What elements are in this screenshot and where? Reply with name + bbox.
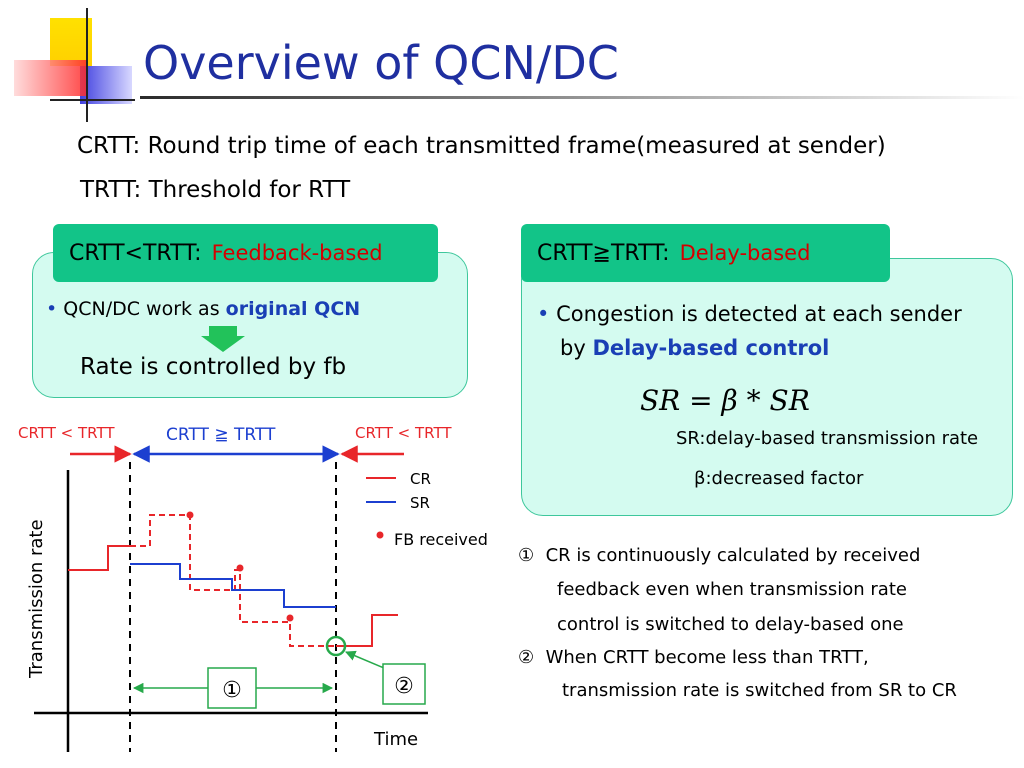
trtt-definition: TRTT: Threshold for RTT — [80, 177, 351, 203]
note1-text1: CR is continuously calculated by receive… — [545, 545, 921, 566]
x-axis-label: Time — [373, 729, 418, 750]
right-bullet: • Congestion is detected at each sender — [537, 302, 962, 326]
delay-tab-mode: Delay-based — [679, 241, 811, 265]
legend-fb-dot — [376, 531, 384, 539]
region-mid-label: CRTT ≧ TRTT — [166, 425, 276, 445]
marker-box-1-label: ① — [222, 678, 242, 703]
delay-tab: CRTT≧TRTT: Delay-based — [521, 224, 890, 282]
title-underline — [140, 96, 1024, 99]
fb-point — [286, 614, 294, 622]
right-bullet-line1: Congestion is detected at each sender — [556, 302, 962, 326]
delay-tab-label: CRTT≧TRTT: — [537, 240, 670, 266]
note1-line2: feedback even when transmission rate — [557, 579, 907, 600]
legend-sr-label: SR — [410, 494, 430, 512]
left-bullet-prefix: QCN/DC work as — [63, 298, 226, 320]
marker-box-2-label: ② — [394, 674, 414, 699]
feedback-tab-mode: Feedback-based — [211, 241, 383, 265]
left-bullet: • QCN/DC work as original QCN — [46, 298, 360, 320]
cr-line-initial — [68, 545, 130, 571]
page-title: Overview of QCN/DC — [143, 36, 619, 90]
note1-marker: ① — [518, 545, 535, 566]
right-bullet-line2-prefix: by — [560, 336, 593, 360]
note1-line3: control is switched to delay-based one — [557, 614, 904, 635]
fb-point — [186, 511, 194, 519]
sr-definition: SR:delay-based transmission rate — [676, 428, 979, 449]
beta-definition: β:decreased factor — [694, 468, 864, 489]
note2-marker: ② — [518, 647, 535, 668]
note2-text1: When CRTT become less than TRTT, — [545, 647, 869, 668]
bullet-dot: • — [537, 302, 550, 326]
right-bullet-line2: by Delay-based control — [560, 336, 829, 360]
region-right-label: CRTT < TRTT — [355, 424, 452, 442]
marker-box-2 — [382, 663, 426, 705]
region-left-label: CRTT < TRTT — [18, 424, 115, 442]
down-arrow-icon — [201, 326, 245, 352]
legend-cr-label: CR — [410, 470, 431, 488]
rate-formula: SR = β * SR — [640, 384, 810, 417]
feedback-tab: CRTT<TRTT: Feedback-based — [53, 224, 438, 282]
sr-line — [130, 563, 336, 608]
note2-line2: transmission rate is switched from SR to… — [562, 680, 957, 701]
note1-line1: ① CR is continuously calculated by recei… — [518, 545, 920, 566]
rate-controlled-text: Rate is controlled by fb — [80, 354, 347, 380]
marker-box-1 — [207, 667, 257, 709]
crtt-definition: CRTT: Round trip time of each transmitte… — [77, 133, 886, 159]
fb-point — [236, 564, 244, 572]
delay-panel — [521, 258, 1013, 516]
left-bullet-strong: original QCN — [225, 298, 361, 320]
cr-line-dashed — [130, 514, 334, 647]
feedback-tab-label: CRTT<TRTT: — [69, 240, 202, 266]
decor-logo — [14, 8, 135, 122]
bullet-dot: • — [46, 298, 58, 320]
legend-fb-label: FB received — [394, 530, 488, 549]
switch-pointer-arrow — [345, 650, 385, 669]
right-bullet-line2-strong: Delay-based control — [592, 336, 830, 360]
y-axis-label: Transmission rate — [26, 519, 47, 679]
cr-line-final — [336, 614, 398, 647]
switch-point-circle — [325, 635, 347, 657]
note2-line1: ② When CRTT become less than TRTT, — [518, 647, 869, 668]
